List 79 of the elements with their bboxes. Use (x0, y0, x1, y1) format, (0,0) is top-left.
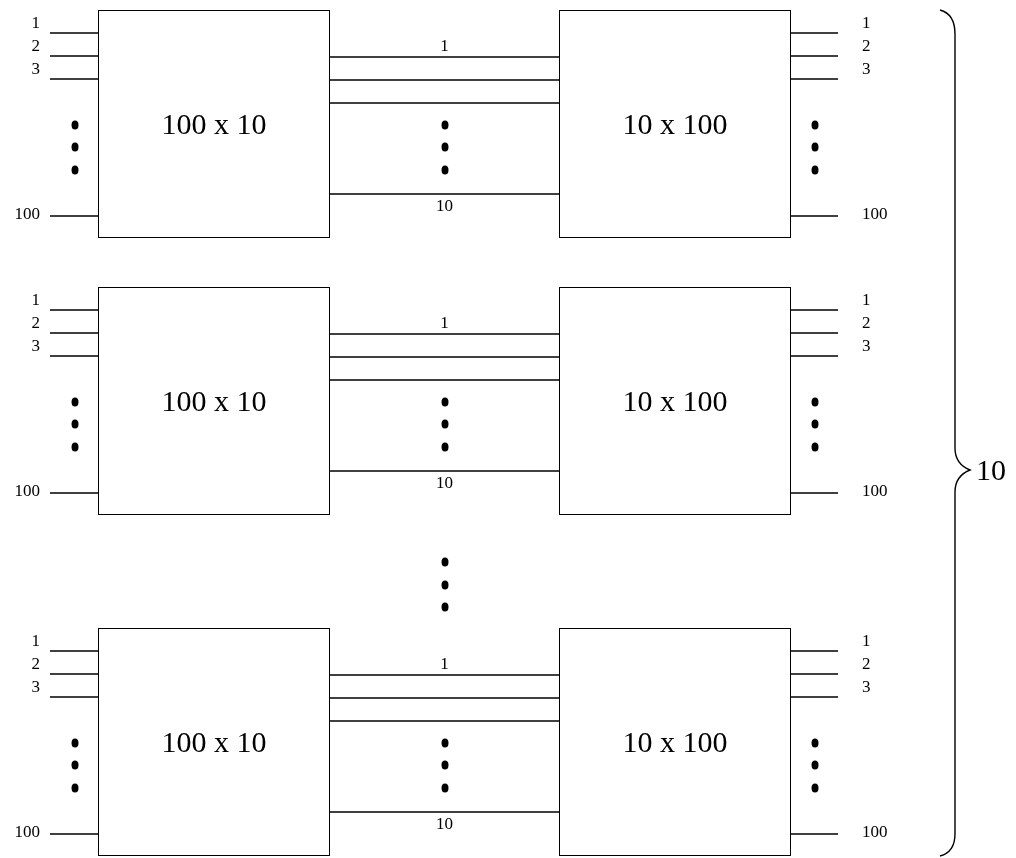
port-number: 1 (838, 14, 900, 32)
signal-line (49, 32, 99, 34)
signal-line (49, 492, 99, 494)
port-number: 2 (838, 37, 900, 55)
switch-box (559, 628, 791, 856)
port-number: 1 (10, 291, 50, 309)
port-number: 3 (10, 337, 50, 355)
signal-line (790, 673, 839, 675)
edge-label: 10 (435, 474, 454, 492)
port-number: 2 (838, 655, 900, 673)
port-number: 2 (838, 314, 900, 332)
signal-line (790, 355, 839, 357)
port-number: 2 (10, 314, 50, 332)
signal-line (790, 492, 839, 494)
port-number: 3 (838, 60, 900, 78)
signal-line (329, 379, 560, 381)
signal-line (790, 696, 839, 698)
box-label: 10 x 100 (622, 384, 728, 418)
count-label: 10 (976, 453, 1006, 487)
port-number: 3 (10, 60, 50, 78)
signal-line (790, 833, 839, 835)
box-label: 100 x 10 (161, 107, 267, 141)
signal-line (49, 215, 99, 217)
switch-box (559, 10, 791, 238)
port-number: 2 (10, 655, 50, 673)
signal-line (49, 673, 99, 675)
signal-line (790, 55, 839, 57)
box-label: 100 x 10 (161, 725, 267, 759)
port-number: 100 (10, 205, 50, 223)
signal-line (790, 309, 839, 311)
signal-line (790, 32, 839, 34)
signal-line (790, 332, 839, 334)
port-number: 100 (838, 823, 900, 841)
switch-box (98, 287, 330, 515)
signal-line (329, 356, 560, 358)
signal-line (49, 650, 99, 652)
port-number: 2 (10, 37, 50, 55)
signal-line (329, 697, 560, 699)
port-number: 1 (838, 291, 900, 309)
port-number: 100 (10, 823, 50, 841)
edge-label: 1 (439, 655, 450, 673)
port-number: 100 (838, 482, 900, 500)
switch-box (559, 287, 791, 515)
switch-box (98, 628, 330, 856)
signal-line (329, 56, 560, 58)
signal-line (49, 332, 99, 334)
signal-line (49, 309, 99, 311)
box-label: 10 x 100 (622, 725, 728, 759)
signal-line (790, 78, 839, 80)
edge-label: 10 (435, 815, 454, 833)
signal-line (329, 470, 560, 472)
port-number: 1 (10, 14, 50, 32)
signal-line (329, 674, 560, 676)
edge-label: 1 (439, 314, 450, 332)
signal-line (790, 650, 839, 652)
port-number: 3 (10, 678, 50, 696)
switch-box (98, 10, 330, 238)
port-number: 100 (10, 482, 50, 500)
port-number: 3 (838, 337, 900, 355)
signal-line (329, 102, 560, 104)
signal-line (49, 55, 99, 57)
signal-line (790, 215, 839, 217)
port-number: 1 (838, 632, 900, 650)
box-label: 10 x 100 (622, 107, 728, 141)
signal-line (49, 78, 99, 80)
edge-label: 1 (439, 37, 450, 55)
box-label: 100 x 10 (161, 384, 267, 418)
signal-line (329, 720, 560, 722)
signal-line (49, 696, 99, 698)
edge-label: 10 (435, 197, 454, 215)
port-number: 100 (838, 205, 900, 223)
port-number: 3 (838, 678, 900, 696)
signal-line (49, 355, 99, 357)
signal-line (329, 193, 560, 195)
signal-line (329, 811, 560, 813)
signal-line (329, 79, 560, 81)
signal-line (329, 333, 560, 335)
signal-line (49, 833, 99, 835)
port-number: 1 (10, 632, 50, 650)
